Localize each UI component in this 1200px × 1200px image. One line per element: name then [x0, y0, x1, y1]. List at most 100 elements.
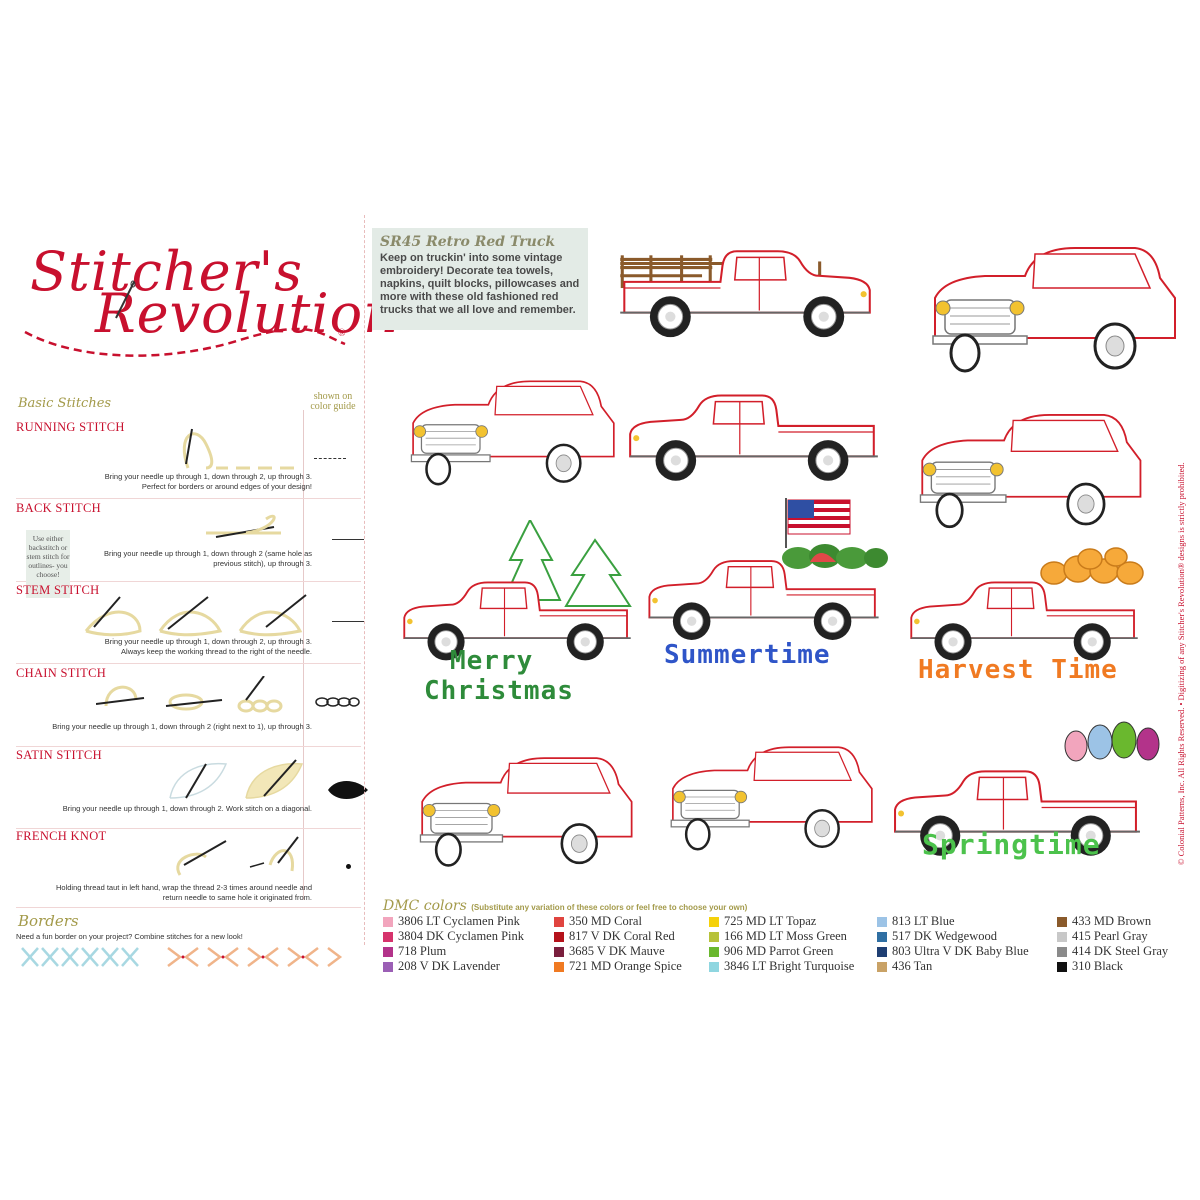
panel-separator	[364, 215, 365, 945]
christmas-tree-icon	[502, 520, 632, 607]
truck-illustration-side-1	[629, 394, 879, 482]
color-swatch	[709, 961, 719, 972]
stitch-description: Bring your needle up through 1, down thr…	[103, 549, 312, 568]
satin-stitch-sample	[328, 781, 368, 799]
stitch-description: Bring your needle up through 1, down thr…	[104, 472, 312, 491]
chain-stitch-illustration	[96, 676, 283, 713]
easter-egg-icon	[1064, 721, 1160, 762]
dmc-color-item: 166 MD LT Moss Green	[709, 929, 854, 944]
outline-tip-note: Use either backstitch or stem stitch for…	[26, 530, 70, 598]
stitch-description: Bring your needle up through 1, down thr…	[62, 804, 312, 813]
dmc-color-item: 310 Black	[1057, 959, 1168, 974]
dmc-colors-subtitle: (Substitute any variation of these color…	[471, 903, 748, 912]
dmc-color-item: 3685 V DK Mauve	[554, 944, 682, 959]
truck-illustration-f100	[669, 746, 874, 851]
color-swatch	[877, 946, 887, 957]
pattern-description: Keep on truckin' into some vintage embro…	[380, 252, 580, 316]
christmas-label: Christmas	[424, 676, 574, 706]
brand-logo-line1: Stitcher's	[30, 240, 304, 303]
dmc-color-item: 721 MD Orange Spice	[554, 959, 682, 974]
stem-stitch-sample	[332, 621, 364, 622]
springtime-label: Springtime	[922, 828, 1101, 861]
dmc-color-item: 725 MD LT Topaz	[709, 914, 854, 929]
satin-stitch-illustration	[169, 759, 304, 799]
color-swatch	[877, 931, 887, 942]
color-swatch	[554, 961, 564, 972]
truck-illustration-forties	[919, 413, 1142, 529]
truck-illustration-classic-front	[410, 380, 616, 486]
american-flag-icon	[785, 498, 851, 548]
harvest-time-label: Harvest Time	[918, 655, 1118, 685]
color-swatch	[383, 946, 393, 957]
column-divider	[303, 410, 304, 900]
truck-illustration-front-view	[931, 246, 1177, 373]
color-swatch	[554, 946, 564, 957]
stitch-description: Bring your needle up through 1, down thr…	[52, 722, 312, 731]
dmc-color-item: 813 LT Blue	[877, 914, 1029, 929]
color-swatch	[1057, 946, 1067, 957]
dmc-color-item: 3804 DK Cyclamen Pink	[383, 929, 524, 944]
stitch-description: Holding thread taut in left hand, wrap t…	[55, 883, 312, 902]
stitch-row-running: RUNNING STITCH Bring your needle up thro…	[16, 420, 361, 499]
dmc-column-2: 350 MD Coral 817 V DK Coral Red 3685 V D…	[554, 914, 682, 974]
merry-label: Merry	[450, 646, 534, 676]
borders-description: Need a fun border on your project? Combi…	[16, 932, 243, 941]
french-knot-illustration	[176, 836, 299, 876]
dmc-color-item: 415 Pearl Gray	[1057, 929, 1168, 944]
color-swatch	[554, 916, 564, 927]
stitch-title: CHAIN STITCH	[16, 666, 107, 680]
pumpkin-icon	[1040, 547, 1144, 585]
dmc-column-4: 813 LT Blue 517 DK Wedgewood 803 Ultra V…	[877, 914, 1029, 974]
logo-thread-swoosh	[24, 327, 346, 357]
dmc-column-5: 433 MD Brown 415 Pearl Gray 414 DK Steel…	[1057, 914, 1168, 974]
dmc-color-item: 436 Tan	[877, 959, 1029, 974]
dmc-color-item: 350 MD Coral	[554, 914, 682, 929]
french-knot-sample	[346, 864, 351, 869]
back-stitch-illustration	[206, 514, 281, 538]
running-stitch-sample	[314, 458, 346, 459]
color-swatch	[1057, 931, 1067, 942]
watermelon-icon	[782, 544, 888, 569]
dmc-column-3: 725 MD LT Topaz 166 MD LT Moss Green 906…	[709, 914, 854, 974]
truck-illustration-harvest	[910, 581, 1139, 662]
color-swatch	[383, 916, 393, 927]
dmc-color-item: 414 DK Steel Gray	[1057, 944, 1168, 959]
color-swatch	[709, 931, 719, 942]
stitch-row-satin: SATIN STITCH Bring your needle up throug…	[16, 748, 368, 829]
stitch-title: BACK STITCH	[16, 501, 101, 515]
dmc-color-item: 906 MD Parrot Green	[709, 944, 854, 959]
color-swatch	[383, 961, 393, 972]
summertime-label: Summertime	[664, 640, 831, 670]
stitch-title: RUNNING STITCH	[16, 420, 125, 434]
color-swatch	[877, 961, 887, 972]
pattern-title: SR45 Retro Red Truck	[380, 234, 556, 250]
back-stitch-sample	[332, 539, 364, 540]
stitch-row-chain: CHAIN STITCH Bring your needle up throug…	[16, 666, 361, 747]
stitch-title: FRENCH KNOT	[16, 829, 107, 843]
color-swatch	[709, 916, 719, 927]
color-swatch	[1057, 916, 1067, 927]
dmc-colors-heading: DMC colors (Substitute any variation of …	[383, 898, 748, 914]
dmc-color-item: 208 V DK Lavender	[383, 959, 524, 974]
truck-illustration-fifties-front	[419, 756, 633, 867]
dmc-column-1: 3806 LT Cyclamen Pink 3804 DK Cyclamen P…	[383, 914, 524, 974]
dmc-color-item: 517 DK Wedgewood	[877, 929, 1029, 944]
pattern-info-box: SR45 Retro Red Truck Keep on truckin' in…	[372, 228, 588, 330]
color-swatch	[877, 916, 887, 927]
registered-mark: ®	[338, 328, 346, 339]
basic-stitches-heading: Basic Stitches	[18, 396, 112, 411]
border-samples-illustration	[21, 947, 343, 967]
chain-stitch-sample	[315, 697, 360, 707]
color-swatch	[1057, 961, 1067, 972]
truck-illustration-summer	[648, 560, 880, 641]
copyright-notice: © Colonial Patterns, Inc. All Rights Res…	[1176, 462, 1186, 865]
stitch-row-french-knot: FRENCH KNOT Holding thread taut in left …	[16, 829, 361, 908]
color-swatch	[554, 931, 564, 942]
stitch-row-back: BACK STITCH Bring your needle up through…	[16, 501, 364, 582]
color-swatch	[383, 931, 393, 942]
truck-illustration-stake-bed	[619, 250, 871, 339]
borders-heading: Borders	[18, 912, 79, 930]
stitch-title: SATIN STITCH	[16, 748, 102, 762]
dmc-color-item: 803 Ultra V DK Baby Blue	[877, 944, 1029, 959]
dmc-color-item: 3806 LT Cyclamen Pink	[383, 914, 524, 929]
